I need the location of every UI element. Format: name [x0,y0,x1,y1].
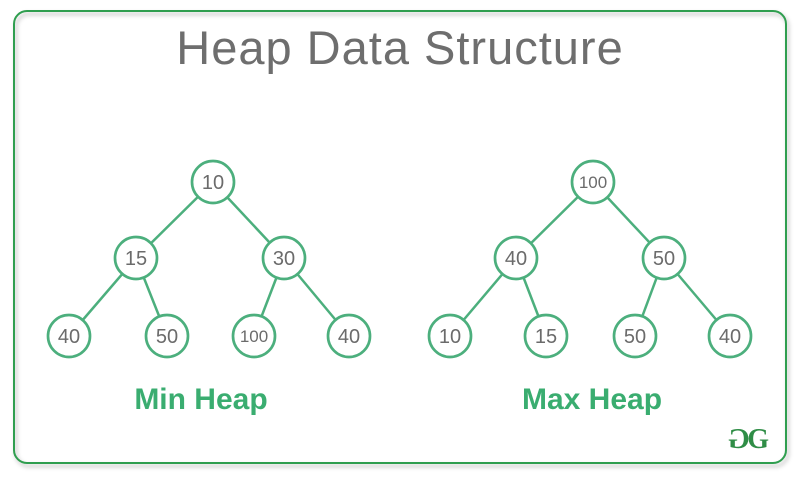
min-heap-node-value: 15 [125,248,147,270]
max-heap-node [493,235,539,281]
logo-letter-g: G [747,424,769,455]
min-heap-node [144,313,190,359]
page-title: Heap Data Structure [176,21,624,74]
max-heap-label: Max Heap [521,383,663,416]
max-heap-node [612,313,658,359]
min-heap-node [231,313,277,359]
min-heap-node [113,235,159,281]
min-heap-node [46,313,92,359]
max-heap-node [427,313,473,359]
logo-letter-mirrored-g: G [728,424,751,455]
min-heap-label: Min Heap [134,383,268,416]
min-heap-node [326,313,372,359]
min-heap-node-value: 40 [338,326,360,348]
geeksforgeeks-logo: GG [728,424,769,455]
max-heap-node-value: 15 [535,326,557,348]
max-heap-node-value: 100 [579,173,607,192]
min-heap-node-value: 100 [240,327,268,346]
min-heap-node [190,159,236,205]
max-heap-node [523,313,569,359]
min-heap-node-value: 30 [273,248,295,270]
max-heap-node-value: 40 [505,248,527,270]
max-heap-node-value: 50 [653,248,675,270]
max-heap-node [570,159,616,205]
min-heap-node [261,235,307,281]
max-heap-node-value: 40 [719,326,741,348]
min-heap-node-value: 40 [58,326,80,348]
max-heap-node-value: 10 [439,326,461,348]
max-heap-node [641,235,687,281]
max-heap-node [707,313,753,359]
max-heap-node-value: 50 [624,326,646,348]
min-heap-node-value: 50 [156,326,178,348]
min-heap-node-value: 10 [202,172,224,194]
